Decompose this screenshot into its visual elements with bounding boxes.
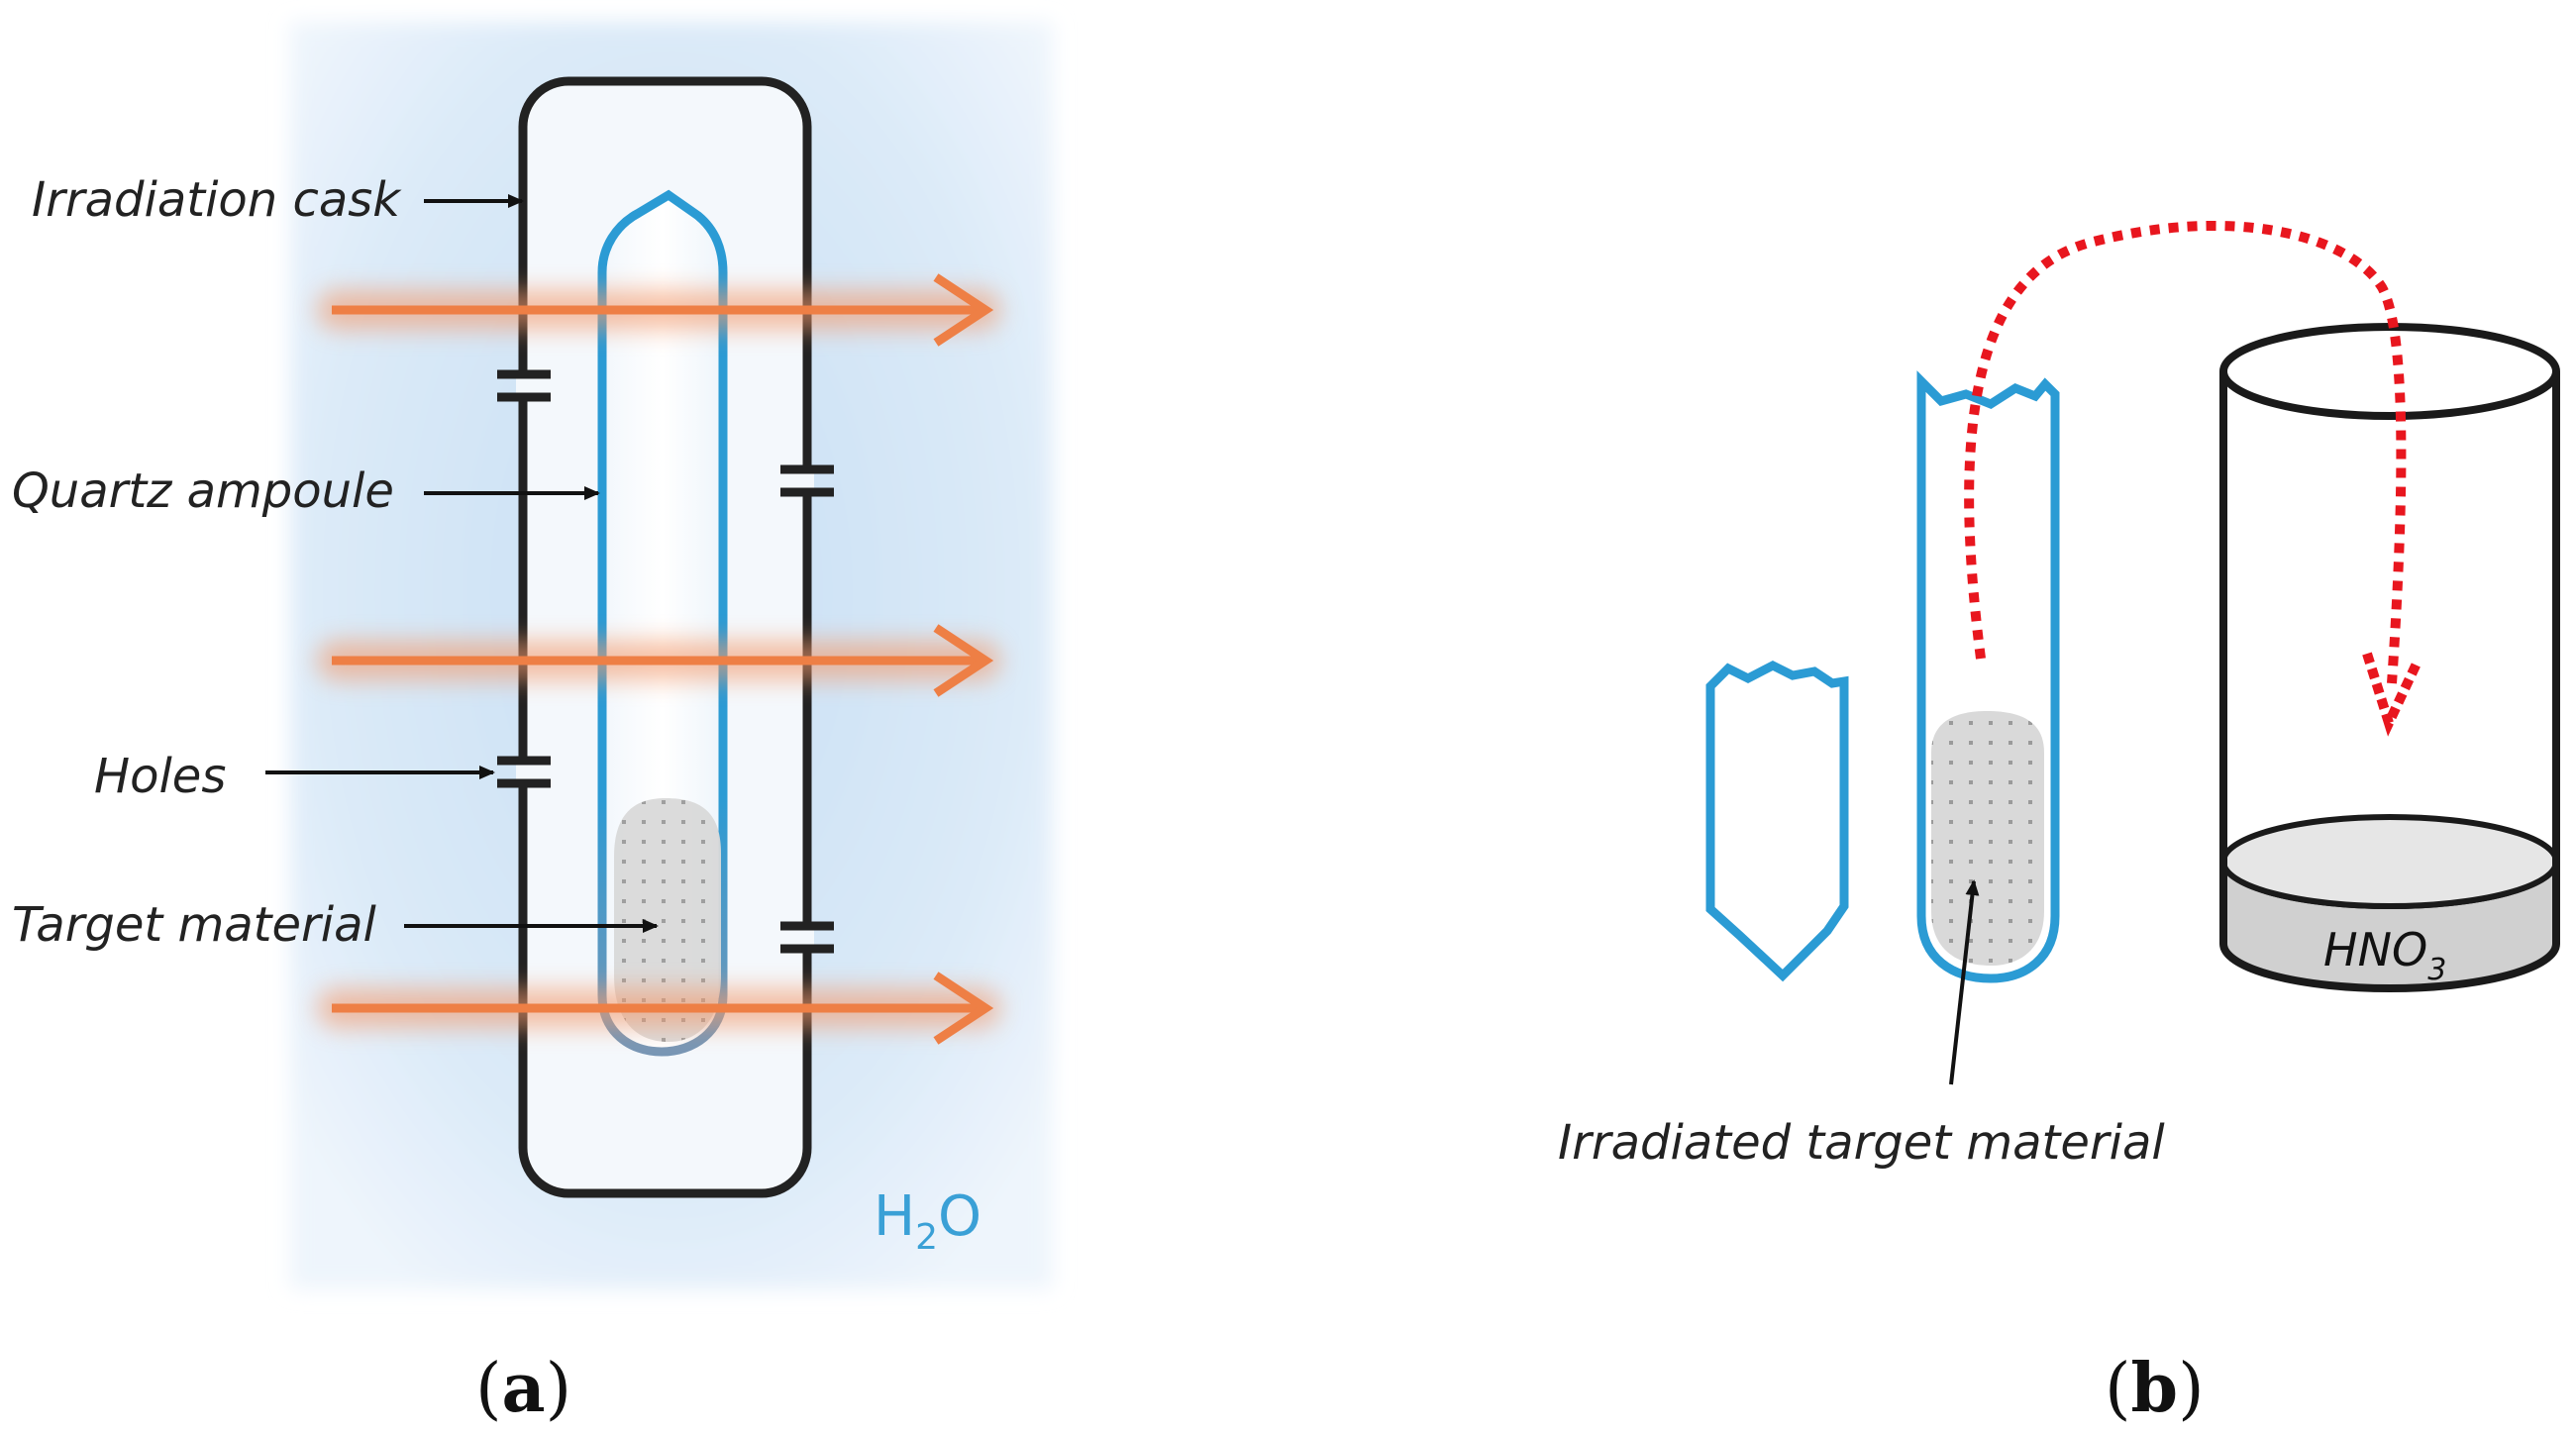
acid-surface	[2220, 814, 2559, 909]
irradiated-target-material	[1931, 711, 2044, 966]
panel-a: Irradiation cask Quartz ampoule Holes Ta…	[12, 22, 1053, 1428]
label-irradiated-target: Irradiated target material	[1558, 1115, 2165, 1171]
hole-right-2-gap	[800, 926, 814, 950]
hole-left-1-gap	[516, 374, 530, 398]
panel-b: Irradiated target material HNO3 (b)	[1558, 220, 2560, 1428]
hole-right-1-gap	[800, 469, 814, 493]
beam-3	[317, 972, 1000, 1045]
beaker-rim	[2219, 323, 2560, 420]
arrow-irradiated-target	[1949, 879, 1980, 1085]
hole-left-2-gap	[516, 761, 530, 784]
target-material	[614, 798, 721, 1042]
caption-a: (a)	[475, 1349, 571, 1428]
ampoule-open	[1916, 370, 2060, 983]
transfer-arrow	[1964, 220, 2421, 737]
label-holes: Holes	[94, 749, 226, 804]
beam-2	[317, 624, 1000, 697]
label-irradiation-cask: Irradiation cask	[32, 172, 402, 228]
label-quartz-ampoule: Quartz ampoule	[12, 463, 394, 519]
label-hno3: HNO3	[2323, 923, 2446, 987]
label-target-material: Target material	[12, 897, 377, 953]
caption-b: (b)	[2105, 1349, 2205, 1428]
beaker-bottom	[2219, 943, 2560, 992]
beaker: HNO3	[2219, 323, 2560, 992]
label-water: H2O	[874, 1184, 981, 1258]
holes-group	[497, 369, 834, 954]
ampoule-broken-tip	[1705, 660, 1849, 982]
beam-1	[317, 273, 1000, 347]
